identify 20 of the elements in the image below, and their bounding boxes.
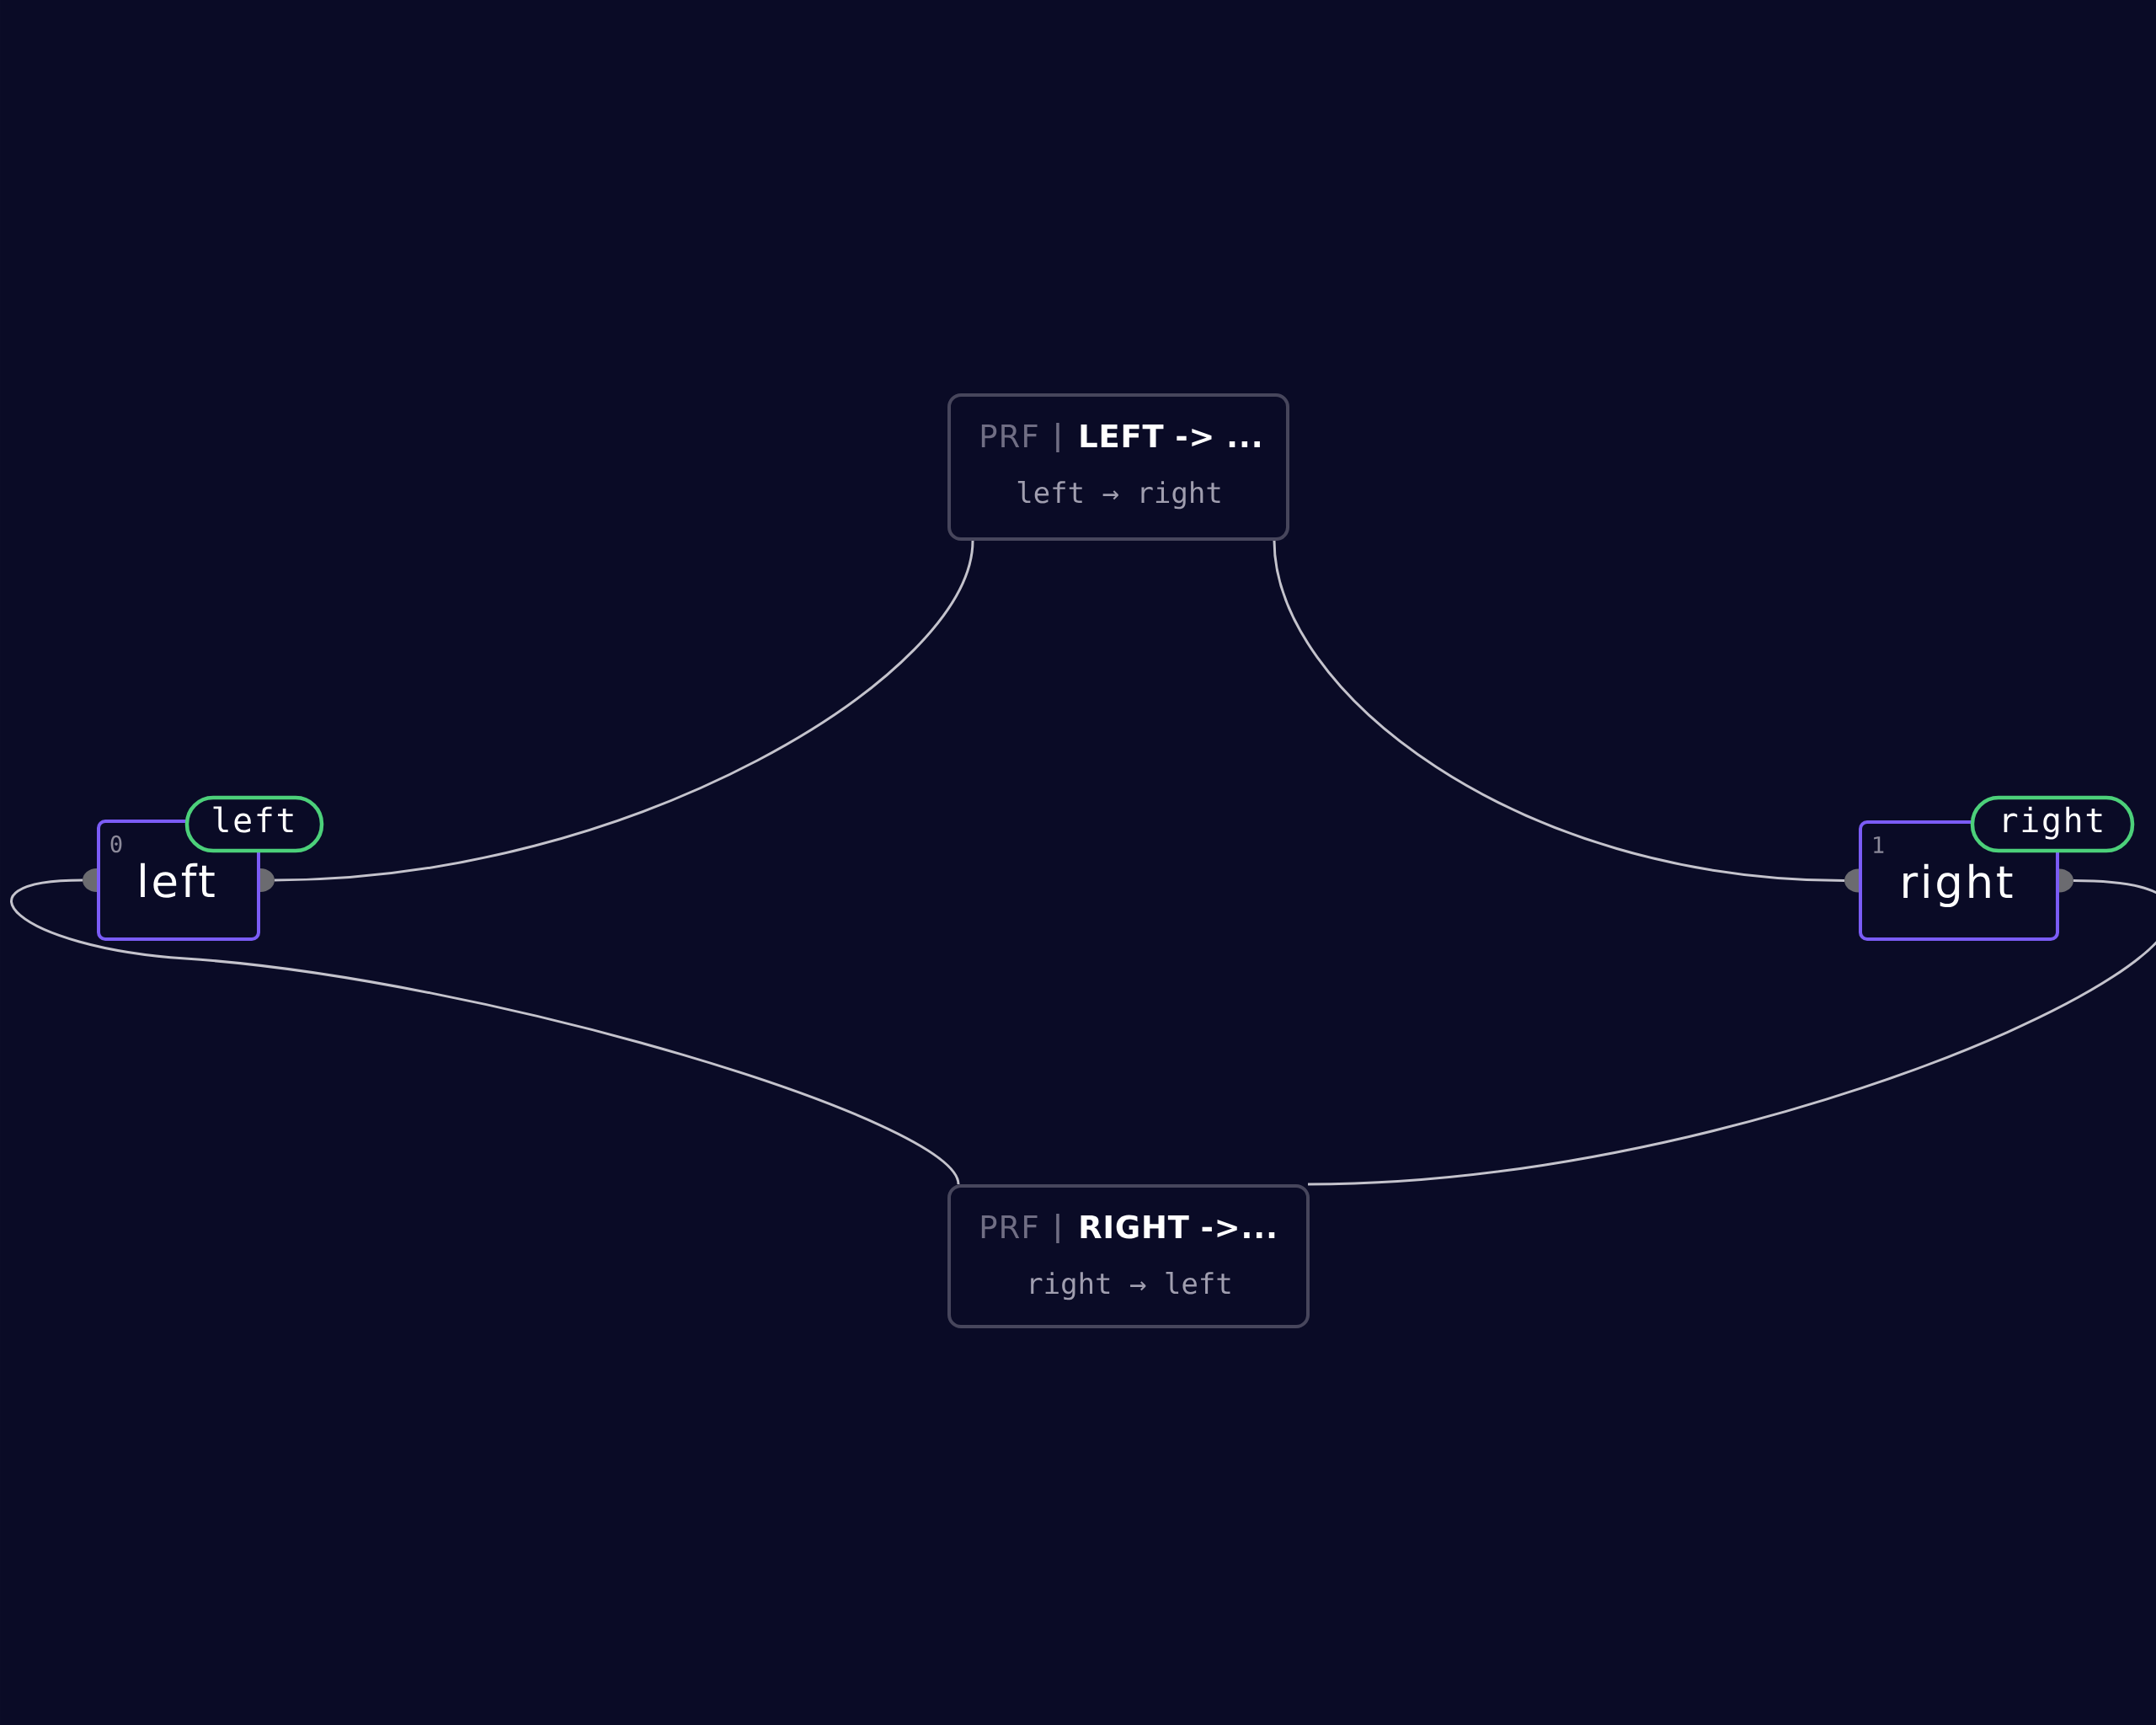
connector (1273, 540, 1845, 882)
card-subtitle: right → left (1031, 1272, 1230, 1300)
card-title: LEFT -> ... (1081, 425, 1260, 447)
tag-pill (184, 795, 324, 853)
connector (274, 540, 974, 882)
connector (1307, 879, 2156, 1186)
kind-label: PRF (981, 1215, 1038, 1238)
index-number: 1 (1874, 836, 1884, 853)
card-title: RIGHT ->... (1081, 1215, 1275, 1239)
tag-pill (1970, 795, 2135, 853)
tag-text: right (2004, 806, 2102, 840)
card-subtitle: left → right (1017, 481, 1220, 510)
node-label: right (1903, 863, 2013, 908)
kind-label: PRF (981, 425, 1038, 447)
step-card (947, 393, 1289, 541)
connector (11, 879, 960, 1185)
node-label: left (141, 862, 215, 898)
index-number: 0 (110, 835, 122, 853)
step-card (947, 1184, 1310, 1328)
tag-text: left (213, 806, 293, 833)
